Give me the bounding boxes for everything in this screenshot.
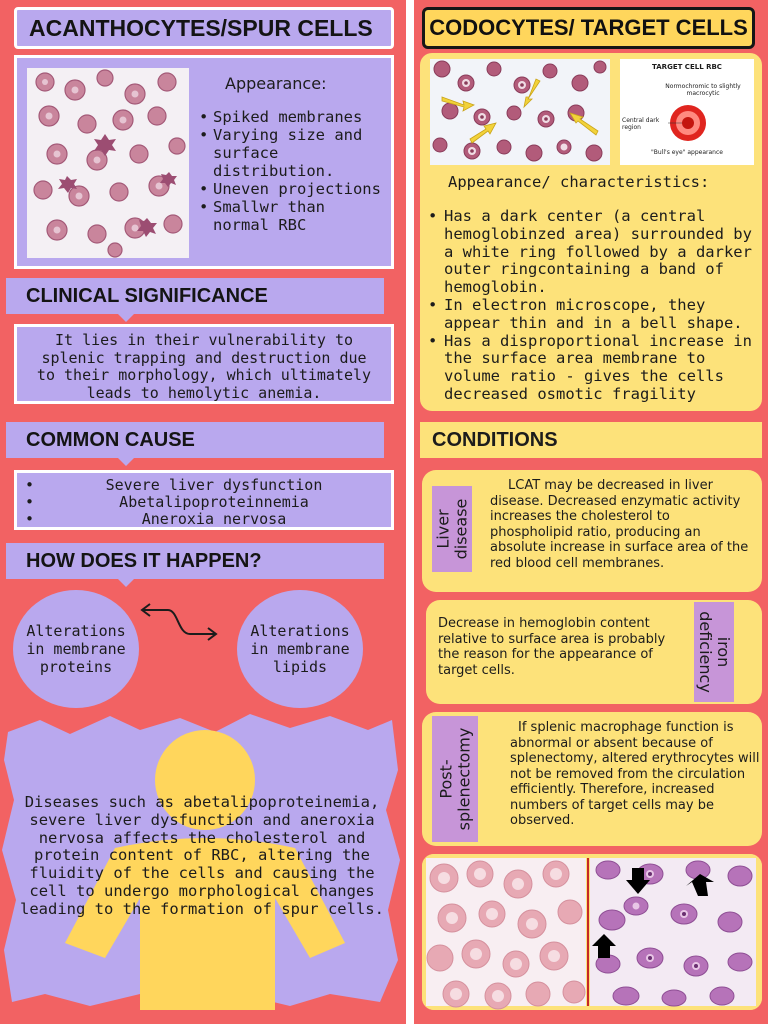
diagram-subtitle: Normochromic to slightly macrocytic — [665, 83, 741, 97]
column-divider — [406, 0, 414, 1024]
codocyte-appearance-list: •Has a dark center (a central hemoglobin… — [428, 207, 758, 404]
liver-disease-card: Liver disease LCAT may be decreased in l… — [422, 470, 762, 592]
list-item: •Spiked membranes — [199, 108, 363, 126]
list-item: •Aneroxia nervosa — [25, 510, 287, 528]
iron-deficiency-card: Decrease in hemoglobin content relative … — [426, 600, 762, 704]
list-item: •Abetalipoproteinnemia — [25, 493, 309, 511]
how-heading: HOW DOES IT HAPPEN? — [26, 550, 262, 572]
conditions-heading: CONDITIONS — [432, 429, 558, 451]
how-explanation: Diseases such as abetalipoproteinemia, s… — [20, 793, 384, 918]
diagram-label: Central dark region — [622, 117, 660, 131]
how-banner: HOW DOES IT HAPPEN? — [6, 543, 384, 587]
iron-deficiency-tab: iron deficiency — [694, 602, 734, 702]
acanthocytes-appearance-card: Appearance: •Spiked membranes •Varying s… — [14, 55, 394, 269]
iron-deficiency-label: iron deficiency — [696, 611, 734, 693]
person-icon — [65, 730, 345, 1010]
liver-disease-text: LCAT may be decreased in liver disease. … — [490, 478, 749, 571]
spur-appearance-list: •Spiked membranes •Varying size and surf… — [199, 108, 389, 234]
target-cells-micrograph-card — [422, 854, 762, 1010]
clinical-significance-card: It lies in their vulnerability to spleni… — [14, 324, 394, 404]
conditions-banner: CONDITIONS — [420, 422, 762, 458]
circle-label: Alterations in membrane proteins — [26, 622, 126, 676]
list-item: •Has a disproportional increase in the s… — [428, 331, 752, 403]
common-cause-card: •Severe liver dysfunction •Abetalipoprot… — [14, 470, 394, 530]
common-cause-heading: COMMON CAUSE — [26, 429, 195, 451]
clinical-text: It lies in their vulnerability to spleni… — [36, 331, 372, 402]
common-cause-banner: COMMON CAUSE — [6, 422, 384, 466]
bulls-eye-cell-icon — [668, 105, 706, 141]
list-item: •In electron microscope, they appear thi… — [428, 295, 743, 332]
diagram-caption: "Bull's eye" appearance — [651, 149, 723, 156]
membrane-proteins-circle: Alterations in membrane proteins — [13, 590, 139, 708]
post-splenectomy-tab: Post- splenectomy — [432, 716, 478, 842]
codocyte-appearance-heading: Appearance/ characteristics: — [448, 173, 710, 191]
list-item: •Varying size and surface distribution. — [199, 126, 363, 180]
post-splenectomy-card: Post- splenectomy If splenic macrophage … — [422, 712, 762, 846]
list-item: •Smallwr than normal RBC — [199, 198, 325, 234]
list-item: •Has a dark center (a central hemoglobin… — [428, 207, 752, 297]
clinical-heading: CLINICAL SIGNIFICANCE — [26, 285, 268, 307]
codocytes-title: CODOCYTES/ TARGET CELLS — [422, 7, 755, 49]
target-cell-diagram: TARGET CELL RBC Normochromic to slightly… — [620, 59, 754, 165]
post-splenectomy-label: Post- splenectomy — [436, 727, 474, 831]
membrane-lipids-circle: Alterations in membrane lipids — [237, 590, 363, 708]
target-cells-smear — [422, 854, 762, 1010]
exchange-arrows-icon — [140, 603, 218, 641]
spur-appearance-heading: Appearance: — [225, 74, 327, 93]
spur-cell-micrograph — [27, 68, 189, 258]
cause-list: •Severe liver dysfunction •Abetalipoprot… — [25, 477, 383, 528]
liver-disease-label: Liver disease — [433, 498, 471, 560]
acanthocytes-title: ACANTHOCYTES/SPUR CELLS — [14, 7, 394, 49]
post-splenectomy-text: If splenic macrophage function is abnorm… — [510, 720, 760, 828]
circle-label: Alterations in membrane lipids — [250, 622, 350, 676]
clinical-significance-banner: CLINICAL SIGNIFICANCE — [6, 278, 384, 322]
list-item: •Uneven projections — [199, 180, 381, 198]
diagram-title: TARGET CELL RBC — [652, 63, 722, 71]
iron-deficiency-text: Decrease in hemoglobin content relative … — [438, 616, 666, 678]
target-cell-micrograph — [430, 59, 610, 165]
list-item: •Severe liver dysfunction — [25, 476, 323, 494]
codocyte-appearance-card: TARGET CELL RBC Normochromic to slightly… — [420, 53, 762, 411]
liver-disease-tab: Liver disease — [432, 486, 472, 572]
